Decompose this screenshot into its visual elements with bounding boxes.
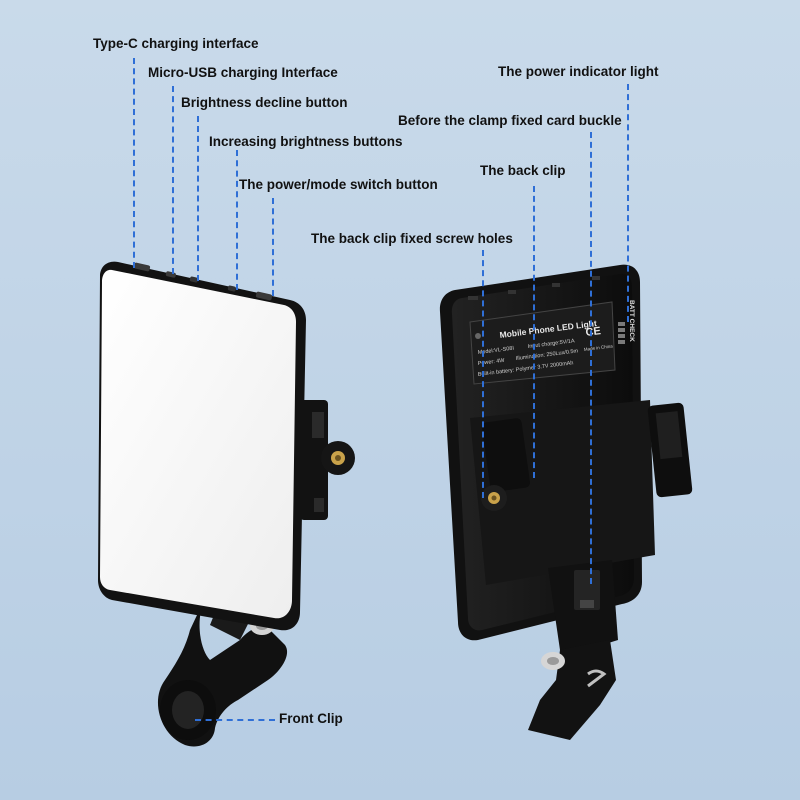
label-made-in: Made in China: [584, 343, 614, 352]
leader-brightness-up: [236, 150, 238, 290]
back-clamp: [528, 560, 618, 740]
back-clip-plate: [470, 400, 693, 585]
label-power-indicator: The power indicator light: [498, 64, 659, 79]
label-power-mode: The power/mode switch button: [239, 177, 438, 192]
spec-label-plate: Mobile Phone LED Light Model:VL-S08I Inp…: [469, 300, 635, 385]
label-input: Input charge:5V/1A: [528, 338, 576, 350]
label-power: Power: 4W: [478, 358, 506, 367]
batt-check-label: BATT CHECK: [628, 300, 635, 342]
leader-micro-usb: [172, 86, 174, 274]
leader-power-indicator: [627, 84, 629, 322]
battery-indicator-leds: [618, 322, 625, 344]
label-brightness-down: Brightness decline button: [181, 95, 348, 110]
leader-brightness-down: [197, 116, 199, 281]
leader-clamp-buckle: [590, 132, 592, 584]
label-screw-holes: The back clip fixed screw holes: [311, 231, 513, 246]
label-front-clip: Front Clip: [279, 711, 343, 726]
leader-back-clip: [533, 186, 535, 478]
label-clamp-buckle: Before the clamp fixed card buckle: [398, 113, 622, 128]
leader-screw-holes: [482, 250, 484, 498]
label-micro-usb: Micro-USB charging Interface: [148, 65, 338, 80]
label-model: Model:VL-S08I: [478, 346, 515, 356]
label-back-clip: The back clip: [480, 163, 566, 178]
front-side-mount: [300, 400, 355, 520]
label-brightness-up: Increasing brightness buttons: [209, 134, 403, 149]
leader-front-clip: [195, 719, 275, 721]
ce-mark-icon: CE: [585, 325, 602, 339]
front-light-body: [98, 261, 306, 631]
leader-type-c: [133, 58, 135, 268]
leader-power-mode: [272, 198, 274, 296]
label-type-c: Type-C charging interface: [93, 36, 259, 51]
